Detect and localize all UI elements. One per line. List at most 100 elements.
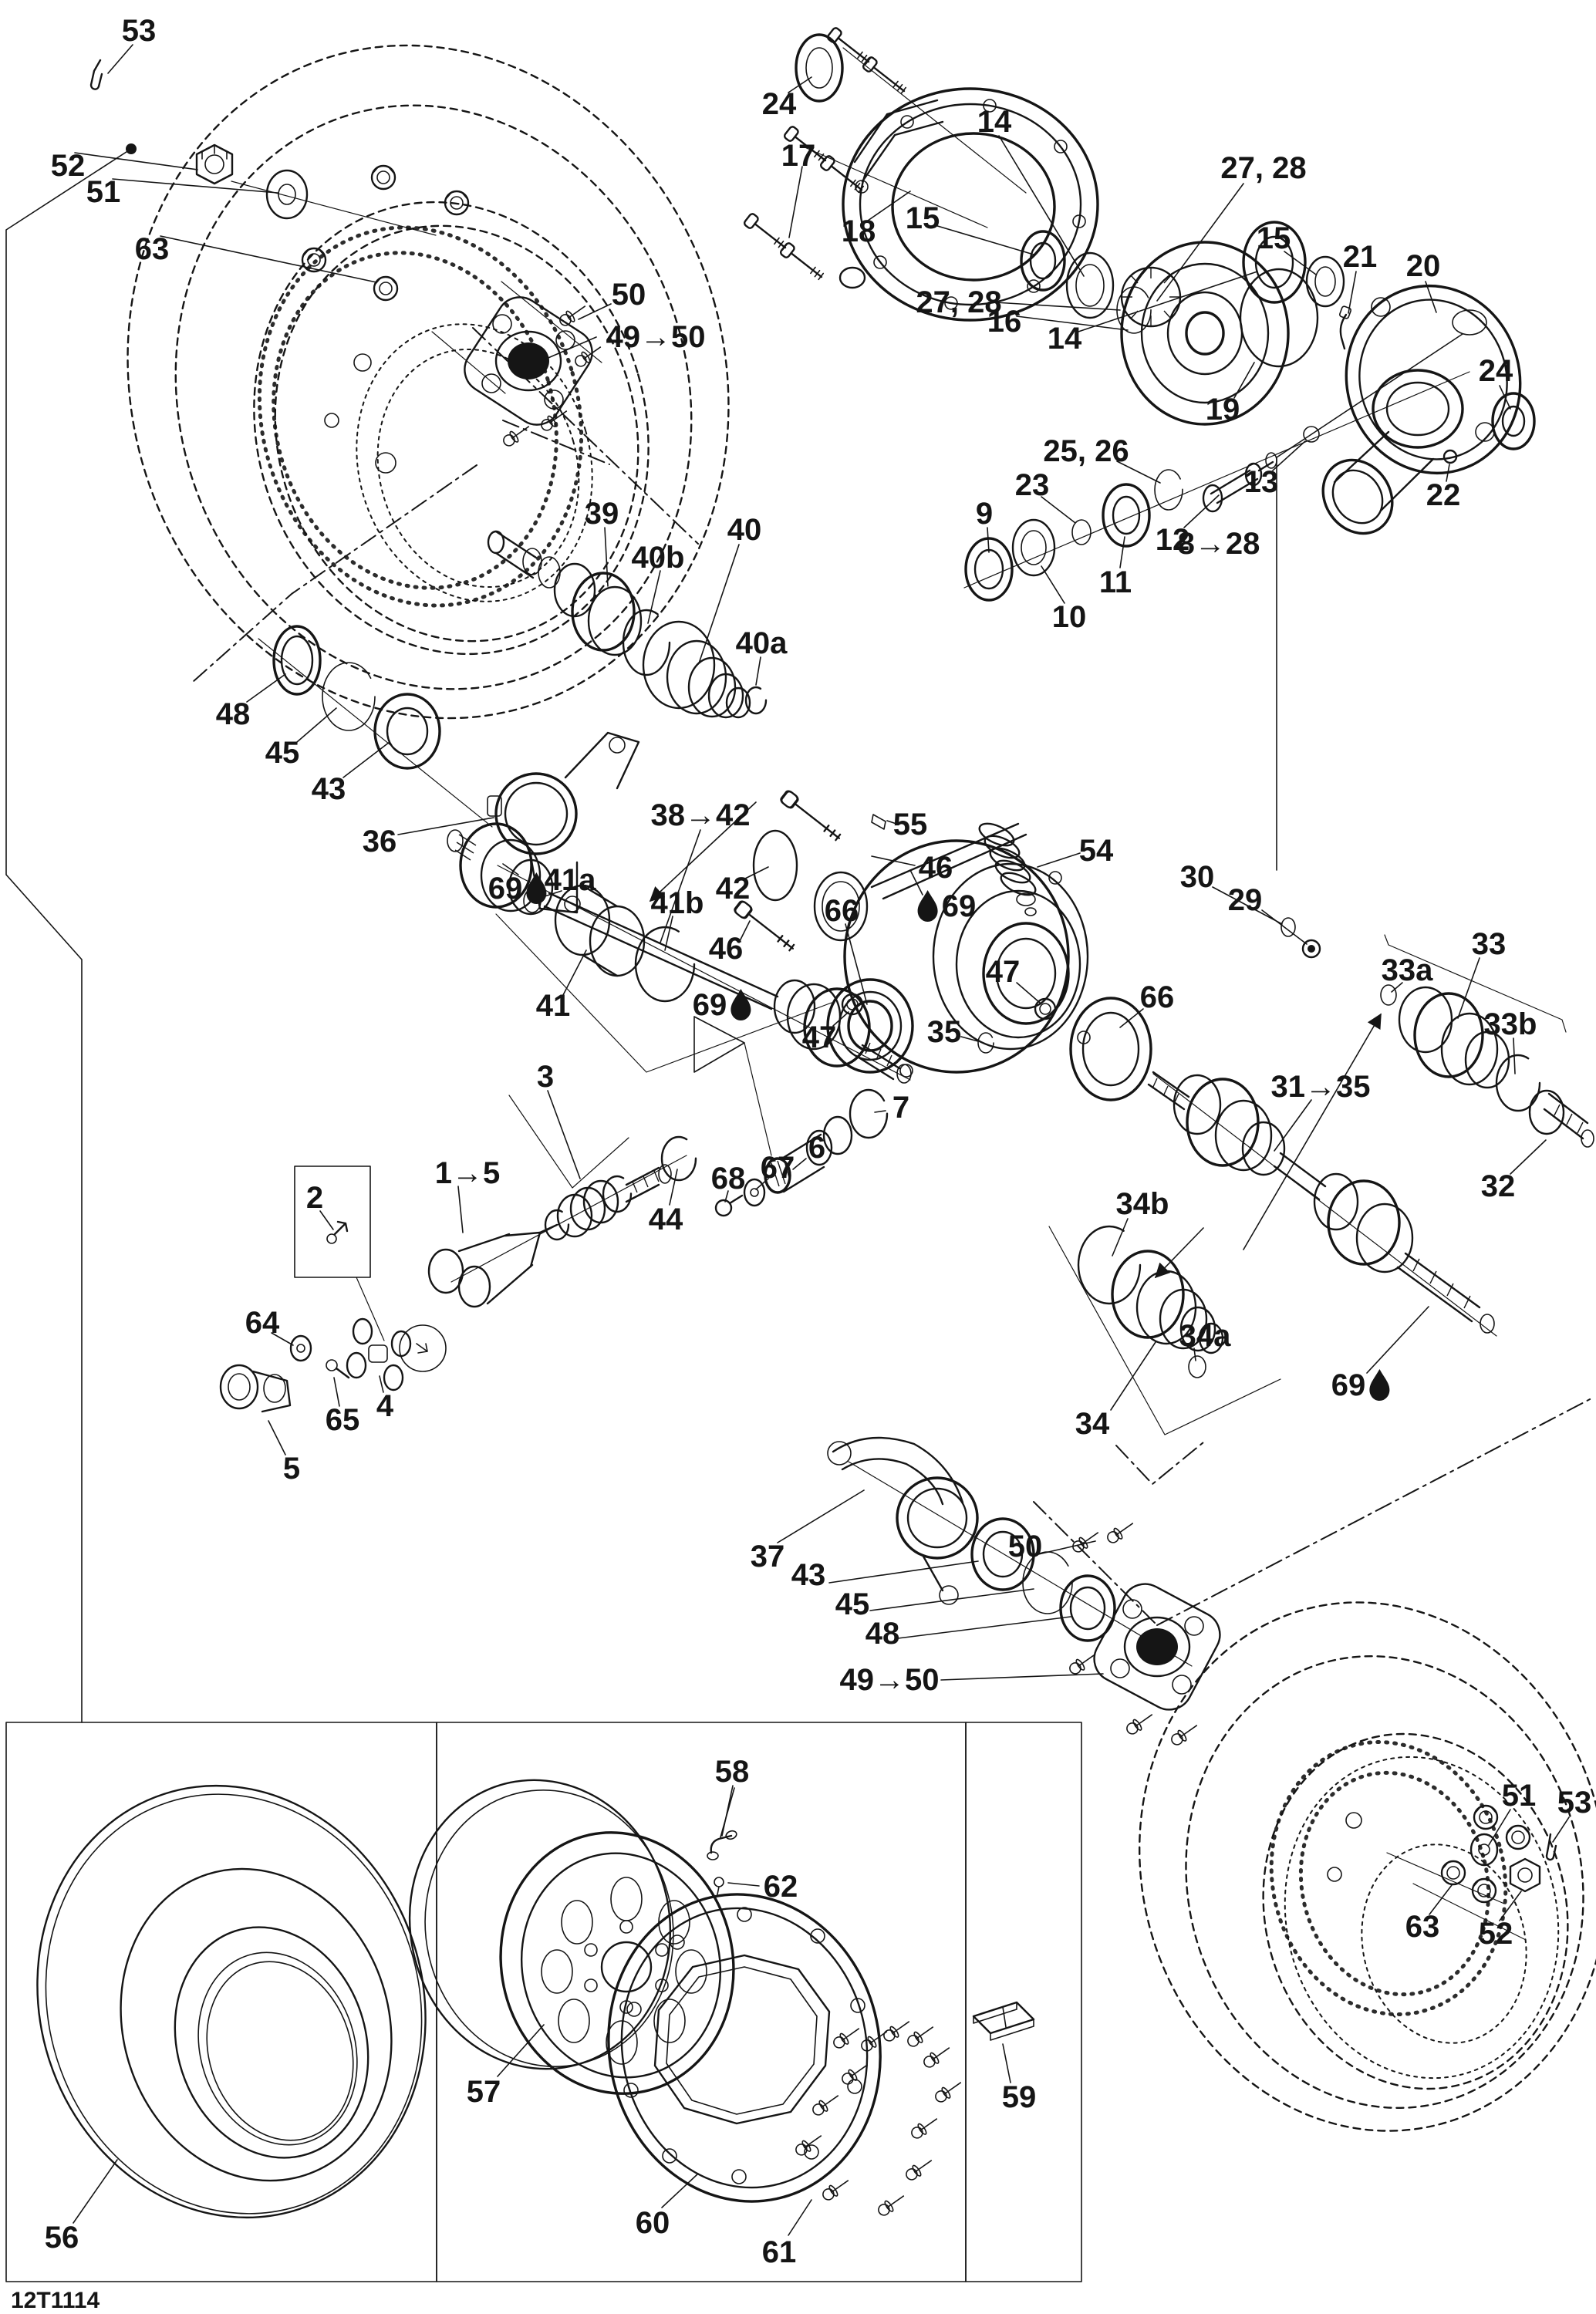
valve-stem-58 <box>707 1787 737 1860</box>
part-number-label: 15 <box>906 201 940 235</box>
part-number-label: 33b <box>1484 1007 1537 1041</box>
part-number-label: 34 <box>1075 1407 1110 1441</box>
part-number-label: 34a <box>1179 1319 1231 1353</box>
part-number-label: 59 <box>1002 2080 1037 2114</box>
o-ring-19 <box>1239 268 1319 368</box>
seal-66 <box>1069 997 1152 1101</box>
valve-core-62 <box>714 1877 760 1895</box>
front-wheel-hub <box>464 296 612 450</box>
rear-lug-hardware <box>1429 1804 1570 1921</box>
rear-hub-49-50 <box>1066 1517 1221 1749</box>
differential-bearing-row <box>963 221 1470 589</box>
part-number-label: 60 <box>636 2206 670 2240</box>
part-number-label: 34b <box>1116 1187 1169 1221</box>
part-number-label: 42 <box>716 872 751 906</box>
front-lug-hardware <box>74 44 470 302</box>
cap-nut-29 <box>1301 939 1321 959</box>
inner-boot-kit-34 <box>1048 1225 1281 1435</box>
part-number-label: 27, 28 <box>916 285 1001 319</box>
part-number-label: 47 <box>986 955 1021 989</box>
part-number-label: 49→50 <box>840 1663 940 1697</box>
part-number-label: 23 <box>1015 468 1050 502</box>
clamp-33b <box>1495 1054 1541 1112</box>
u-joint-cross-4 <box>346 1317 447 1391</box>
bolt-22 <box>1442 449 1458 464</box>
pin-13 <box>1303 426 1320 443</box>
part-number-label: 41 <box>536 989 571 1023</box>
part-number-label: 1→5 <box>435 1156 501 1190</box>
rear-knuckle-hub-group <box>827 1436 1221 1749</box>
part-number-label: 45 <box>265 736 300 770</box>
section-boundary-lines <box>5 143 1594 1723</box>
part-number-label: 33a <box>1382 953 1433 987</box>
part-number-label: 48 <box>865 1617 900 1651</box>
stud-30 <box>1281 917 1296 937</box>
differential-gear-16 <box>1120 241 1290 426</box>
part-number-label: 39 <box>585 497 619 531</box>
castle-nut <box>195 143 234 185</box>
part-number-label: 62 <box>764 1870 798 1904</box>
part-number-label: 67 <box>761 1151 795 1185</box>
splined-coupler-6 <box>764 1115 853 1194</box>
part-number-label: 51 <box>1502 1779 1537 1813</box>
part-number-label: 5 <box>283 1452 300 1486</box>
gearcase-hardware <box>732 788 1321 1101</box>
washer <box>1469 1833 1499 1867</box>
ring-7 <box>849 1088 889 1139</box>
flange-nut-47b <box>841 993 864 1016</box>
washer-64 <box>289 1334 312 1362</box>
part-number-label: 49→50 <box>606 320 706 354</box>
part-number-label: 31→35 <box>1271 1070 1371 1104</box>
beadlock-ring-60 <box>607 1893 882 2208</box>
part-number-label: 41b <box>651 886 704 920</box>
part-number-label: 68 <box>711 1162 746 1196</box>
part-number-label: 20 <box>1406 249 1441 283</box>
rear-axle-assembly <box>1147 1071 1497 1337</box>
part-number-label: 9 <box>976 497 993 531</box>
part-number-label: 69 <box>693 988 727 1022</box>
part-number-label: 45 <box>835 1587 870 1621</box>
bushing-kit-41 <box>495 801 832 1073</box>
part-number-label: 12 <box>1156 523 1190 557</box>
diff-output-housing <box>1303 284 1536 535</box>
tire-56 <box>36 1784 427 2224</box>
rear-brake-disc-detail <box>1269 1740 1508 2016</box>
part-number-label: 14 <box>977 105 1012 139</box>
output-shaft-row <box>964 452 1277 602</box>
reference-dot <box>126 143 137 154</box>
part-number-label: 61 <box>762 2235 797 2269</box>
part-number-label: 13 <box>1244 465 1279 499</box>
part-number-label: 40 <box>727 513 762 547</box>
part-number-label: 48 <box>216 697 251 731</box>
item-2-box <box>294 1165 371 1278</box>
part-number-label: 10 <box>1052 600 1087 634</box>
lubricant-droplet-icon <box>917 890 938 922</box>
weight-box <box>965 1722 1082 2282</box>
stub-shaft-32 <box>1528 1089 1594 1148</box>
part-number-label: 40a <box>736 626 788 660</box>
part-number-label: 37 <box>751 1540 785 1574</box>
clamp-34a <box>1188 1355 1206 1378</box>
front-knuckle-bearing-row <box>258 625 640 914</box>
part-number-label: 17 <box>781 139 816 173</box>
part-number-label: 53 <box>122 14 157 48</box>
part-number-label: 25, 26 <box>1043 434 1129 468</box>
part-number-label: 36 <box>363 825 397 858</box>
cv-boot-40 <box>642 620 768 719</box>
front-axle-assembly <box>447 822 912 1084</box>
cotter-pin <box>89 59 103 90</box>
part-number-label: 8→28 <box>1178 527 1260 561</box>
castle-nut <box>1509 1857 1541 1893</box>
part-number-label: 38→42 <box>651 798 751 832</box>
sub-assembly-boxes <box>5 1722 1082 2282</box>
shaft-yoke <box>427 1231 542 1308</box>
part-number-label: 3 <box>537 1060 554 1094</box>
part-number-label: 40b <box>632 541 685 575</box>
rear-wheel <box>1138 1601 1596 2132</box>
part-number-label: 4 <box>376 1389 394 1423</box>
part-number-label: 46 <box>919 851 953 885</box>
nut-55 <box>871 814 886 830</box>
part-number-label: 63 <box>1405 1910 1440 1944</box>
